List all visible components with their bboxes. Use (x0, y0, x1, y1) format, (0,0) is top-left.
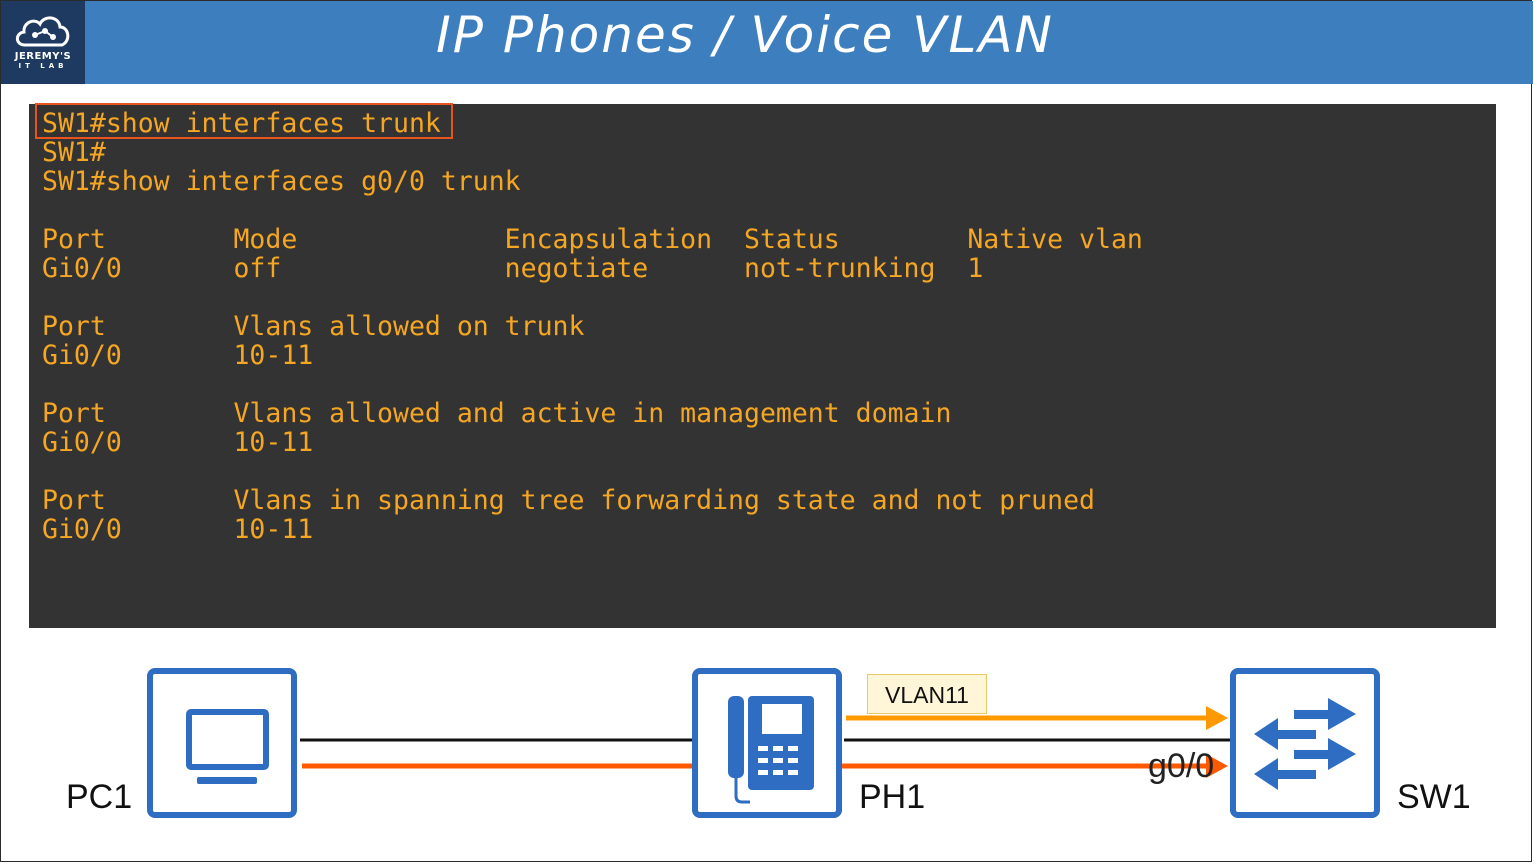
title-bar (1, 1, 1533, 84)
terminal-line: Gi0/0 10-11 (42, 427, 314, 458)
terminal-line: Port Mode Encapsulation Status Native vl… (42, 224, 1143, 255)
terminal-window (29, 104, 1496, 628)
computer-icon (186, 709, 269, 784)
interface-label: g0/0 (1148, 747, 1215, 785)
data-arrow-head (1206, 754, 1228, 778)
slide-title: IP Phones / Voice VLAN (436, 6, 1054, 64)
terminal-line: Port Vlans allowed on trunk (42, 311, 585, 342)
terminal-line: Gi0/0 10-11 (42, 514, 314, 545)
ip-phone-icon (728, 696, 814, 804)
cloud-icon (15, 16, 70, 47)
terminal-line: SW1# (42, 137, 106, 168)
sw1-node[interactable] (1230, 668, 1380, 818)
switch-icon (1254, 698, 1356, 790)
terminal-line: Gi0/0 10-11 (42, 340, 314, 371)
voice-arrow-head (1206, 706, 1228, 730)
logo-line2: IT LAB (18, 62, 68, 70)
ph1-label: PH1 (859, 778, 926, 816)
terminal-line: SW1#show interfaces g0/0 trunk (42, 166, 521, 197)
vlan-tag-label: VLAN11 (867, 674, 987, 714)
jeremys-it-lab-logo: JEREMY'S IT LAB (1, 1, 85, 84)
logo-line1: JEREMY'S (14, 51, 72, 62)
highlighted-command-box (35, 103, 453, 139)
terminal-line: SW1#show interfaces trunk (42, 108, 441, 139)
pc1-label: PC1 (66, 778, 133, 816)
terminal-line: Gi0/0 off negotiate not-trunking 1 (42, 253, 984, 284)
terminal-line: Port Vlans allowed and active in managem… (42, 398, 952, 429)
terminal-line: Port Vlans in spanning tree forwarding s… (42, 485, 1095, 516)
pc1-node[interactable] (147, 668, 297, 818)
sw1-label: SW1 (1397, 778, 1471, 816)
ph1-node[interactable] (692, 668, 842, 818)
